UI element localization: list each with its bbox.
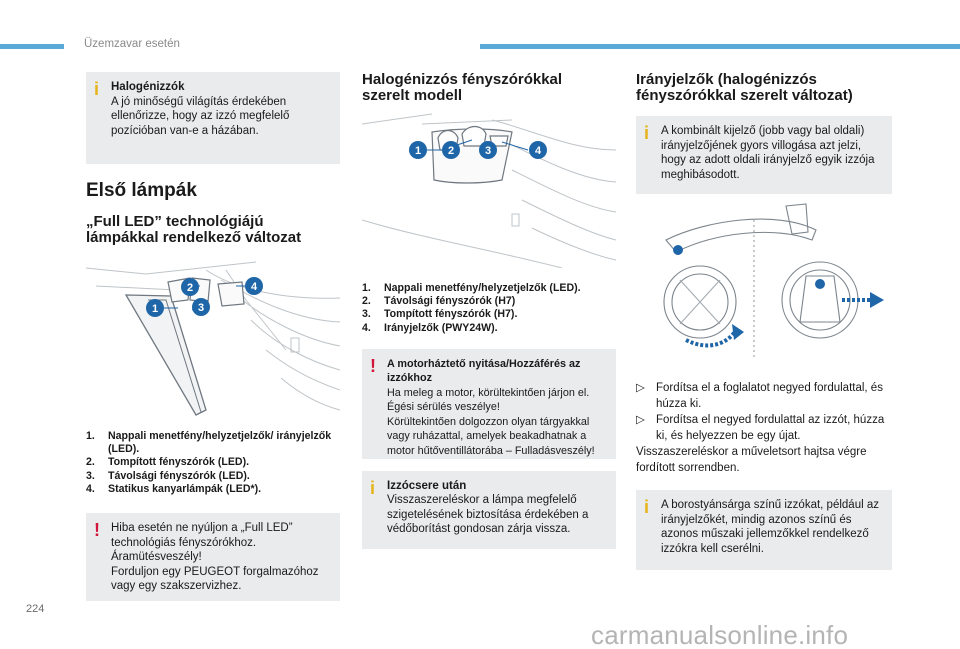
halogen-info-box: i Halogénizzók A jó minőségű világítás é… — [86, 72, 340, 164]
list-item: 2.Távolsági fényszórók (H7) — [362, 295, 516, 308]
list-item: 1.Nappali menetfény/helyzetjelzők (LED). — [362, 282, 581, 294]
after-replacement-title: Izzócsere után — [387, 479, 467, 492]
column-1: i Halogénizzók A jó minőségű világítás é… — [86, 72, 340, 602]
halogen-box-title: Halogénizzók — [111, 81, 185, 93]
list-item: 4.Irányjelzők (PWY24W). — [362, 321, 498, 334]
indicator-info-text: A kombinált kijelző (jobb vagy bal oldal… — [661, 125, 875, 181]
indicators-heading: Irányjelzők (halogénizzós fényszórókkal … — [636, 71, 853, 104]
replacement-steps: ▷ Fordítsa el a foglalatot negyed fordul… — [636, 380, 892, 476]
header-stripe-left — [0, 44, 64, 49]
section-title: Üzemzavar esetén — [84, 38, 180, 50]
svg-text:2: 2 — [448, 145, 454, 157]
callout-3: 3 — [479, 141, 497, 159]
info-marker-icon: i — [94, 79, 100, 99]
callout-1: 1 — [146, 299, 164, 317]
full-led-warning-box: ! Hiba esetén ne nyúljon a „Full LED” te… — [86, 513, 340, 602]
arrow-bullet-icon: ▷ — [636, 414, 645, 426]
warning-line-2: Áramütésveszély! — [111, 551, 202, 564]
list-item: 3.Távolsági fényszórók (LED). — [86, 469, 250, 482]
svg-text:1: 1 — [152, 303, 158, 315]
header-stripe-right — [480, 44, 960, 49]
warning-marker-icon: ! — [370, 355, 376, 376]
svg-text:4: 4 — [251, 281, 258, 293]
info-marker-icon: i — [644, 123, 650, 143]
list-item: 3.Tompított fényszórók (H7). — [362, 308, 518, 321]
hood-warning-line-1: Ha meleg a motor, körültekintően járjon … — [387, 386, 590, 414]
after-replacement-box: i Izzócsere után Visszaszereléskor a lám… — [362, 470, 616, 549]
callout-2: 2 — [181, 278, 199, 296]
marker-dot-icon — [673, 245, 683, 255]
list-item: 2.Tompított fényszórók (LED). — [86, 456, 250, 469]
warning-line-3: Forduljon egy PEUGEOT forgalmazóhoz vagy… — [111, 565, 319, 593]
hood-warning-box: ! A motorháztető nyitása/Hozzáférés az i… — [362, 348, 616, 459]
svg-text:3: 3 — [198, 302, 204, 314]
warning-line-1: Hiba esetén ne nyúljon a „Full LED” tech… — [111, 522, 293, 549]
hood-warning-line-2: Körültekintően dolgozzon olyan tárgyakka… — [387, 415, 595, 457]
indicator-bulb-illustration — [663, 203, 884, 360]
step-item: ▷ Fordítsa el a foglalatot negyed fordul… — [636, 382, 883, 410]
callout-4: 4 — [245, 277, 263, 295]
amber-bulb-info-box: i A borostyánsárga színű izzókat, példáu… — [636, 490, 892, 570]
halogen-box-text: A jó minőségű világítás érdekében ellenő… — [111, 95, 290, 137]
watermark: carmanualsonline.info — [591, 620, 849, 649]
callout-1: 1 — [409, 141, 427, 159]
svg-text:2: 2 — [187, 282, 193, 294]
column-3: Irányjelzők (halogénizzós fényszórókkal … — [636, 72, 892, 570]
halogen-list: 1.Nappali menetfény/helyzetjelzők (LED).… — [362, 282, 616, 335]
full-led-list: 1.Nappali menetfény/helyzetjelzők/ irány… — [86, 430, 340, 496]
callout-4: 4 — [529, 141, 547, 159]
column-2: Halogénizzós fényszórókkal szerelt model… — [362, 72, 616, 549]
marker-dot-icon — [815, 279, 825, 289]
arrow-bullet-icon: ▷ — [636, 382, 645, 394]
callout-2: 2 — [442, 141, 460, 159]
callout-3: 3 — [192, 298, 210, 316]
halogen-headlight-illustration: 1 2 3 4 — [362, 113, 616, 268]
amber-bulb-text: A borostyánsárga színű izzókat, például … — [661, 499, 879, 555]
info-marker-icon: i — [644, 497, 650, 517]
rotate-arrow-icon — [685, 324, 744, 348]
svg-text:3: 3 — [485, 145, 491, 157]
indicator-info-box: i A kombinált kijelző (jobb vagy bal old… — [636, 116, 892, 194]
page-header: Üzemzavar esetén — [0, 0, 960, 60]
full-led-headlight-illustration: 1 2 3 4 — [86, 261, 340, 416]
svg-text:4: 4 — [535, 145, 542, 157]
svg-text:1: 1 — [415, 145, 421, 157]
list-item: 4.Statikus kanyarlámpák (LED*). — [86, 482, 262, 495]
step-item: ▷ Fordítsa el negyed fordulattal az izzó… — [636, 414, 885, 442]
full-led-heading: „Full LED” technológiájú lámpákkal rende… — [86, 213, 302, 246]
page-number: 224 — [26, 603, 45, 615]
info-marker-icon: i — [370, 477, 376, 498]
after-replacement-text: Visszaszereléskor a lámpa megfelelő szig… — [387, 494, 589, 536]
warning-marker-icon: ! — [94, 520, 100, 541]
hood-warning-title: A motorháztető nyitása/Hozzáférés az izz… — [387, 357, 581, 385]
after-steps-text: Visszaszereléskor a műveletsort hajtsa v… — [636, 446, 867, 474]
list-item: 1.Nappali menetfény/helyzetjelzők/ irány… — [86, 430, 332, 456]
front-lamps-heading: Első lámpák — [86, 180, 197, 201]
pull-arrow-icon — [842, 292, 884, 308]
halogen-model-heading: Halogénizzós fényszórókkal szerelt model… — [362, 71, 563, 104]
